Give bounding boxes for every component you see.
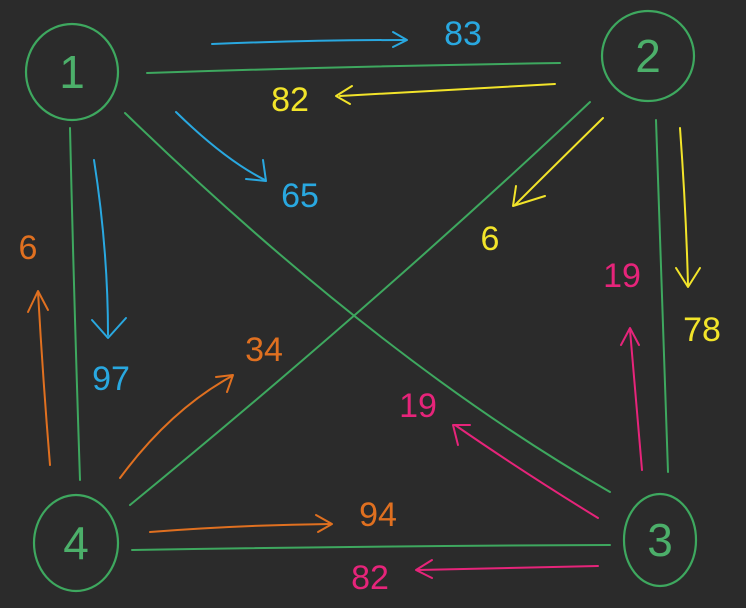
- weight-1-to-2: 83: [444, 15, 482, 53]
- arrow-1-to-2-shaft: [211, 39, 406, 45]
- arrow-3-to-1-head: [452, 424, 471, 446]
- arrow-2-to-1-head: [335, 85, 353, 105]
- arrow-4-to-2-shaft: [119, 375, 233, 479]
- arrow-2-to-3: 78: [675, 127, 721, 349]
- weight-2-to-3: 78: [683, 311, 721, 349]
- arrow-4-to-2: 34: [119, 331, 283, 479]
- weight-1-to-3: 65: [281, 177, 319, 215]
- arrow-3-to-4-shaft: [417, 565, 599, 571]
- edge-2-4: [129, 101, 591, 506]
- arrow-1-to-3-head: [245, 159, 267, 182]
- edge-1-3: [124, 112, 611, 493]
- arrow-2-to-1: 82: [271, 81, 556, 119]
- edge-2-3: [655, 119, 669, 473]
- arrow-1-to-4-shaft: [93, 159, 109, 336]
- weight-4-to-2: 34: [245, 331, 283, 369]
- arrow-2-to-3-shaft: [679, 127, 689, 286]
- arrow-3-to-1-shaft: [454, 424, 599, 519]
- arrow-4-to-2-head: [215, 374, 234, 393]
- node-3-circle: [622, 492, 698, 588]
- arrow-4-to-1: 6: [19, 229, 51, 466]
- weight-1-to-4: 97: [92, 360, 130, 398]
- arrow-2-to-4-head: [512, 185, 546, 207]
- node-3-label: 3: [647, 514, 673, 566]
- weight-2-to-1: 82: [271, 81, 309, 119]
- arrow-4-to-3-shaft: [149, 523, 331, 533]
- weight-3-to-2: 19: [603, 257, 641, 295]
- arrow-3-to-2-shaft: [629, 329, 643, 471]
- weight-3-to-4: 82: [351, 559, 389, 597]
- node-1: 1: [24, 22, 120, 122]
- node-4-label: 4: [63, 517, 89, 569]
- arrow-4-to-3: 94: [149, 496, 397, 534]
- edge-1-2: [146, 62, 561, 74]
- node-2-circle: [600, 9, 696, 103]
- node-3: 3: [622, 492, 698, 588]
- weight-3-to-1: 19: [399, 387, 437, 425]
- arrow-1-to-2: 83: [211, 15, 482, 53]
- arrow-1-to-4: 97: [91, 159, 130, 398]
- arrow-3-to-1: 19: [399, 387, 599, 519]
- arrow-3-to-2-head: [620, 327, 640, 346]
- edges: [69, 62, 669, 551]
- arrow-3-to-4: 82: [351, 559, 599, 597]
- arrow-4-to-3-head: [315, 514, 333, 533]
- arrow-3-to-2: 19: [603, 257, 643, 471]
- arrow-4-to-1-head: [27, 290, 49, 313]
- arrow-2-to-4: 6: [481, 117, 604, 258]
- arrow-1-to-4-head: [91, 317, 127, 339]
- arrow-2-to-1-shaft: [339, 83, 556, 97]
- node-4: 4: [32, 493, 120, 593]
- node-2-label: 2: [635, 30, 661, 82]
- node-4-circle: [32, 493, 120, 593]
- arrow-1-to-3-shaft: [175, 111, 266, 181]
- arrow-4-to-1-shaft: [37, 291, 51, 466]
- node-1-circle: [24, 22, 120, 122]
- weight-2-to-4: 6: [481, 220, 500, 258]
- weight-4-to-1: 6: [19, 229, 38, 267]
- node-1-label: 1: [59, 46, 85, 98]
- arrow-2-to-3-head: [675, 267, 701, 288]
- arrow-1-to-3: 65: [175, 111, 319, 215]
- arrow-2-to-4-shaft: [514, 117, 604, 206]
- arrow-1-to-2-head: [392, 31, 408, 48]
- edge-1-4: [69, 127, 81, 481]
- weight-4-to-3: 94: [359, 496, 397, 534]
- edge-3-4: [131, 544, 611, 551]
- node-2: 2: [600, 9, 696, 103]
- arrow-3-to-4-head: [415, 559, 433, 579]
